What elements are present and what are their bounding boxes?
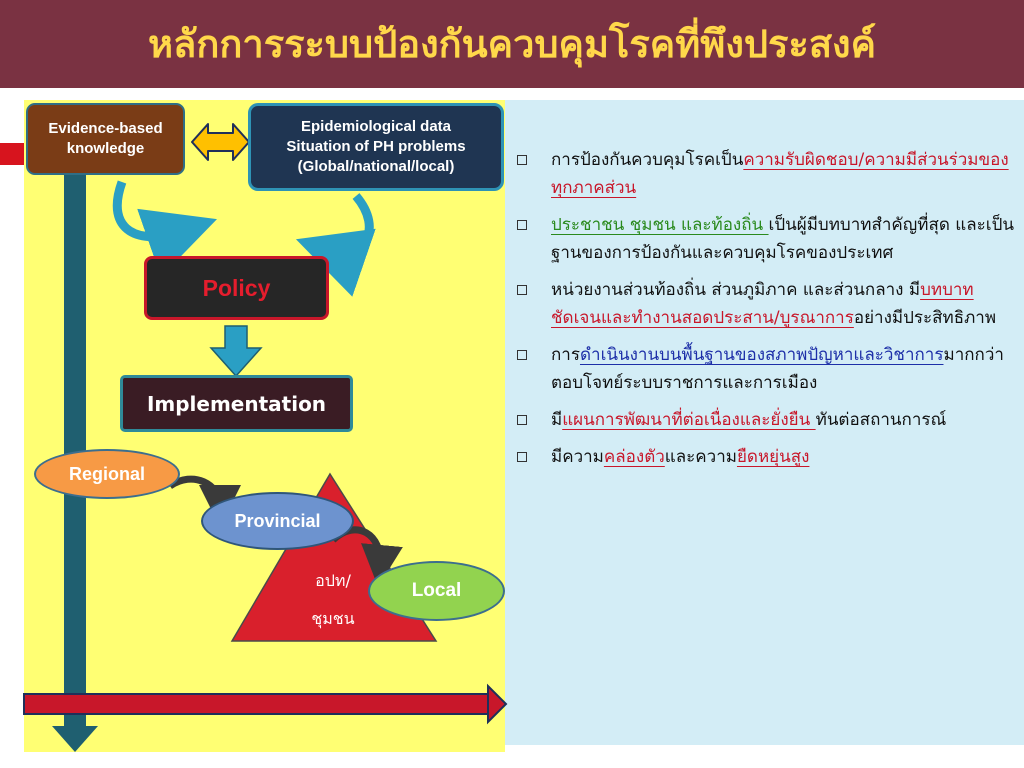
red-accent-tab [0,143,26,165]
bullet-text: การ [551,345,580,365]
bullet-text: การป้องกันควบคุมโรคเป็น [551,150,744,170]
bullet-highlight: แผนการพัฒนาที่ต่อเนื่องและยั่งยืน [562,410,816,430]
square-bullet-icon [517,415,527,425]
triangle-label: อปท/ ชุมชน [311,571,355,628]
square-bullet-icon [517,220,527,230]
vertical-axis-arrow [52,172,98,752]
curved-arrow-evidence-policy [112,180,217,277]
local-ellipse: Local [368,561,505,621]
square-bullet-icon [517,350,527,360]
bullet-item: การดำเนินงานบนพื้นฐานของสภาพปัญหาและวิชา… [515,341,1015,397]
bullet-highlight: ยืดหยุ่นสูง [736,447,810,467]
title-bar [0,0,1024,88]
bullet-item: การป้องกันควบคุมโรคเป็นความรับผิดชอบ/ควา… [515,146,1015,202]
down-arrow [209,325,263,378]
bullet-highlight: คล่องตัว [603,447,665,467]
epidemiological-data-box: Epidemiological data Situation of PH pro… [248,103,504,191]
page-title: หลักการระบบป้องกันควบคุมโรคที่พึงประสงค์ [148,22,876,66]
square-bullet-icon [517,155,527,165]
bullet-highlight: ความรับผิดชอบ/ความมีส่วนร่วมของทุกภาคส่ว… [551,150,1009,198]
bullet-text: มี [551,410,563,430]
bullet-highlight: ประชาชน ชุมชน และท้องถิ่น [551,215,769,235]
evidence-based-knowledge-box: Evidence-based knowledge [26,103,185,175]
bullet-text: มากกว่าตอบโจทย์ระบบราชการและการเมือง [551,345,1004,393]
text-panel [505,100,1024,745]
policy-box: Policy [144,256,329,320]
curved-arrow-regional-provincial [168,475,241,527]
horizontal-axis-arrow [23,683,508,725]
bullet-text: ทันต่อสถานการณ์ [815,410,947,430]
bullet-text: หน่วยงานส่วนท้องถิ่น ส่วนภูมิภาค และส่วน… [551,280,921,300]
bullet-item: มีแผนการพัฒนาที่ต่อเนื่องและยั่งยืน ทันต… [515,406,1015,434]
bullet-item: ประชาชน ชุมชน และท้องถิ่น เป็นผู้มีบทบาท… [515,211,1015,267]
bullet-text: อย่างมีประสิทธิภาพ [853,308,997,328]
double-arrow-icon [191,123,250,161]
bullet-highlight: ดำเนินงานบนพื้นฐานของสภาพปัญหาและวิชาการ [579,345,944,365]
square-bullet-icon [517,285,527,295]
regional-ellipse: Regional [34,449,180,499]
bullet-item: หน่วยงานส่วนท้องถิ่น ส่วนภูมิภาค และส่วน… [515,276,1015,332]
bullet-list: การป้องกันควบคุมโรคเป็นความรับผิดชอบ/ควา… [515,146,1015,480]
bullet-text: เป็นผู้มีบทบาทสำคัญที่สุด และเป็นฐานของก… [551,215,1015,263]
provincial-ellipse: Provincial [201,492,354,550]
bullet-highlight: บทบาทชัดเจนและทำงานสอดประสาน/บูรณาการ [551,280,974,328]
bullet-text: และความ [664,447,737,467]
bullet-text: มีความ [551,447,604,467]
curved-arrow-epi-policy [295,193,376,297]
bullet-item: มีความคล่องตัวและความยืดหยุ่นสูง [515,443,1015,471]
implementation-box: Implementation [120,375,353,432]
square-bullet-icon [517,452,527,462]
